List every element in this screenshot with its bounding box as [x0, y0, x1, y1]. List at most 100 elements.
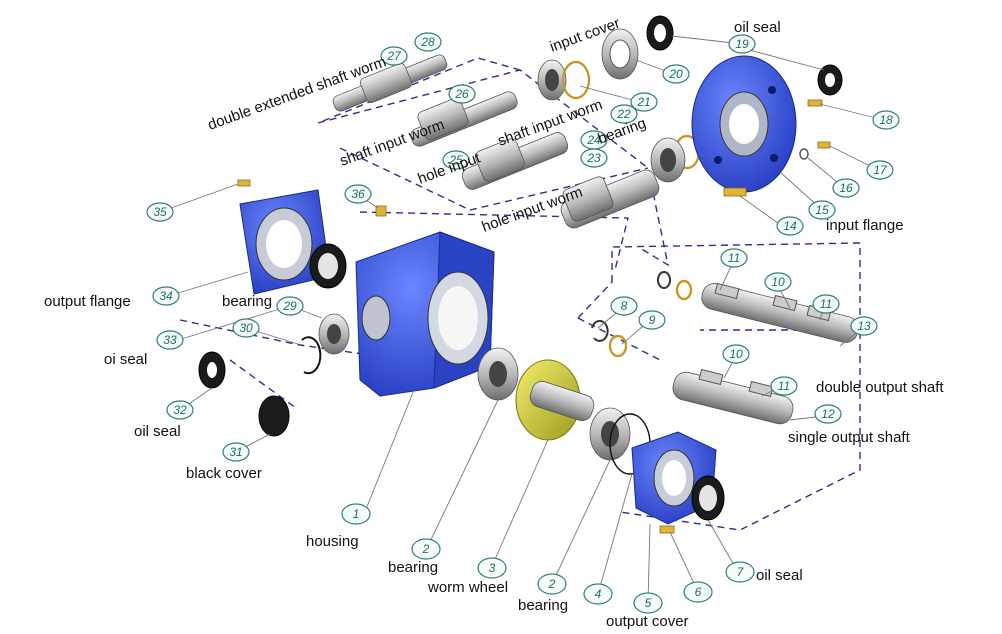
hole-input-shaft	[461, 132, 569, 190]
callout-29: 29	[276, 296, 304, 316]
label-bearing-bottom-2: bearing	[518, 597, 568, 614]
callout-11c: 11	[770, 376, 798, 396]
black-cover-part	[258, 395, 290, 437]
callout-22: 22	[610, 104, 638, 124]
label-single-output-shaft: single output shaft	[788, 429, 911, 446]
callout-20: 20	[662, 64, 690, 84]
svg-text:36: 36	[351, 187, 365, 201]
label-housing: housing	[306, 533, 359, 550]
callout-23: 23	[580, 148, 608, 168]
output-cover-part	[631, 431, 717, 525]
callout-12: 12	[814, 404, 842, 424]
callout-21: 21	[630, 92, 658, 112]
left-seal-ring	[309, 243, 347, 289]
callout-1: 1	[341, 503, 371, 525]
callout-10a: 10	[764, 272, 792, 292]
screw-6	[659, 525, 675, 534]
callout-6: 6	[683, 581, 713, 603]
callout-17: 17	[866, 160, 894, 180]
label-oil-seal-top: oil seal	[734, 19, 781, 36]
plug-36	[375, 205, 387, 217]
bearing-2a-part	[477, 347, 519, 401]
circlip-top	[657, 271, 671, 289]
label-output-flange: output flange	[44, 293, 131, 310]
svg-text:4: 4	[595, 587, 602, 601]
svg-text:1: 1	[353, 507, 360, 521]
label-oil-seal-bottom: oil seal	[756, 567, 803, 584]
callout-30: 30	[232, 318, 260, 338]
label-bearing-left: bearing	[222, 293, 272, 310]
callout-2a: 2	[411, 538, 441, 560]
bottom-oil-seal	[691, 475, 725, 521]
circlip-8	[591, 319, 609, 342]
callout-3: 3	[477, 557, 507, 579]
screw-14	[723, 187, 747, 197]
label-bearing-bottom-1: bearing	[388, 559, 438, 576]
hole-input-worm	[560, 169, 660, 229]
callout-15: 15	[808, 200, 836, 220]
callout-33: 33	[156, 330, 184, 350]
screw-18	[807, 99, 823, 107]
svg-text:21: 21	[636, 95, 650, 109]
svg-text:8: 8	[621, 299, 628, 313]
callout-24: 24	[580, 130, 608, 150]
callout-28: 28	[414, 32, 442, 52]
label-input-flange: input flange	[826, 217, 904, 234]
callout-34: 34	[152, 286, 180, 306]
callout-35: 35	[146, 202, 174, 222]
callout-13: 13	[850, 316, 878, 336]
svg-text:20: 20	[668, 67, 683, 81]
svg-text:16: 16	[839, 181, 853, 195]
input-flange	[691, 55, 797, 193]
svg-text:32: 32	[173, 403, 187, 417]
input-cover-ring	[601, 28, 639, 80]
callout-27: 27	[380, 46, 408, 66]
svg-text:3: 3	[489, 561, 496, 575]
callout-26: 26	[448, 84, 476, 104]
svg-text:19: 19	[735, 37, 749, 51]
svg-text:26: 26	[454, 87, 469, 101]
callout-16: 16	[832, 178, 860, 198]
callout-31: 31	[222, 442, 250, 462]
left-oil-seal	[198, 351, 226, 389]
svg-text:2: 2	[548, 577, 556, 591]
callout-7: 7	[725, 561, 755, 583]
svg-text:24: 24	[586, 133, 601, 147]
screw-17	[817, 141, 831, 149]
svg-text:2: 2	[422, 542, 430, 556]
screw-35	[237, 179, 251, 187]
callout-25: 25	[442, 150, 470, 170]
shaft-input-worm	[410, 91, 518, 147]
double-extended-shaft-worm	[332, 54, 448, 112]
bearing-2b-part	[589, 407, 631, 461]
top-oil-seal	[646, 15, 674, 51]
callout-11b: 11	[812, 294, 840, 314]
svg-text:6: 6	[695, 585, 702, 599]
svg-text:13: 13	[857, 319, 871, 333]
housing-part	[355, 231, 495, 397]
single-output-shaft-part	[672, 368, 794, 425]
callout-10b: 10	[722, 344, 750, 364]
svg-text:9: 9	[649, 313, 656, 327]
label-double-output-shaft: double output shaft	[816, 379, 944, 396]
callout-4: 4	[583, 583, 613, 605]
label-black-cover: black cover	[186, 465, 262, 482]
svg-text:31: 31	[229, 445, 242, 459]
label-output-cover: output cover	[606, 613, 689, 630]
worm-assembly-outline	[317, 57, 670, 271]
top-bearing-1	[537, 59, 567, 101]
svg-text:29: 29	[282, 299, 297, 313]
callout-36: 36	[344, 184, 372, 204]
svg-text:34: 34	[159, 289, 173, 303]
svg-text:12: 12	[821, 407, 835, 421]
top-brass-ring	[561, 60, 591, 100]
callout-11a: 11	[720, 248, 748, 268]
svg-text:33: 33	[163, 333, 177, 347]
svg-text:14: 14	[783, 219, 797, 233]
callout-14: 14	[776, 216, 804, 236]
right-oil-seal	[817, 64, 843, 96]
callout-5: 5	[633, 592, 663, 614]
svg-text:18: 18	[879, 113, 893, 127]
svg-text:11: 11	[820, 297, 832, 311]
